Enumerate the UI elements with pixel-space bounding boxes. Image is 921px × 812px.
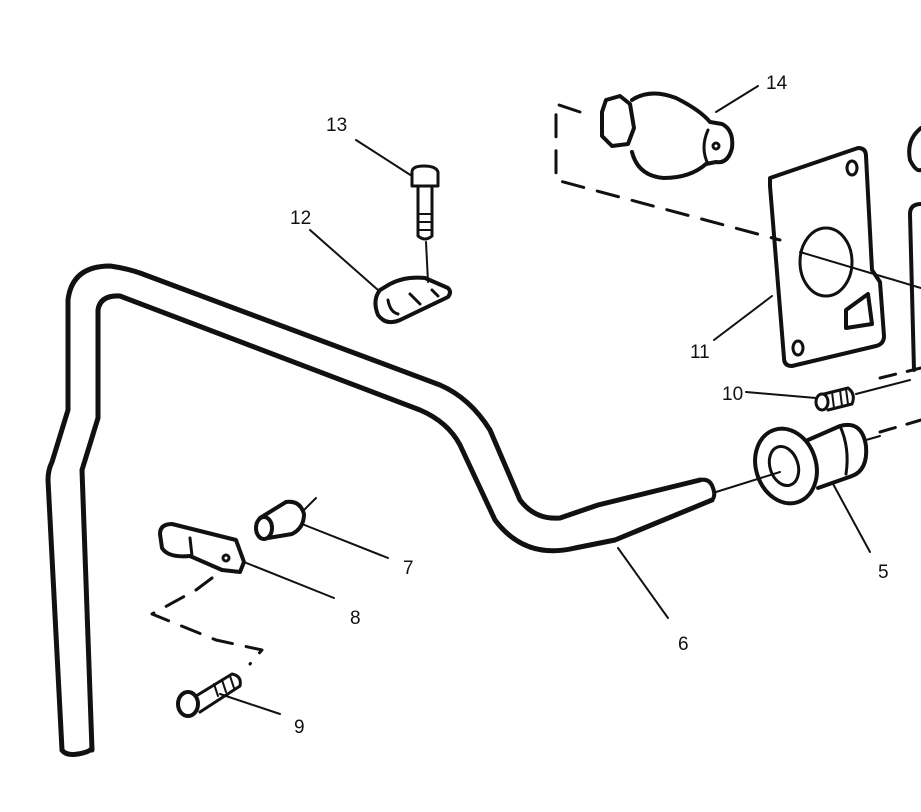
partial-assembly-right [878,126,921,434]
bolt-lower [176,672,242,718]
callout-10: 10 [722,384,743,405]
flanged-fitting [715,423,881,506]
set-screw [814,379,911,412]
callout-12: 12 [290,208,311,229]
callout-8: 8 [350,608,361,629]
gasket-plate [768,146,921,368]
callout-14: 14 [766,73,788,94]
bolt-upper [410,164,440,283]
callout-6: 6 [678,634,689,655]
callout-7: 7 [403,558,414,579]
hose [45,263,717,757]
callout-11: 11 [690,342,710,363]
plug-fitting [600,91,735,180]
callout-9: 9 [294,717,305,738]
callout-13: 13 [326,115,347,136]
leader-lines [219,85,871,715]
hose-clip [373,275,452,325]
hose-clamp [158,522,246,574]
callout-5: 5 [878,562,889,583]
spacer-bushing [254,497,317,541]
